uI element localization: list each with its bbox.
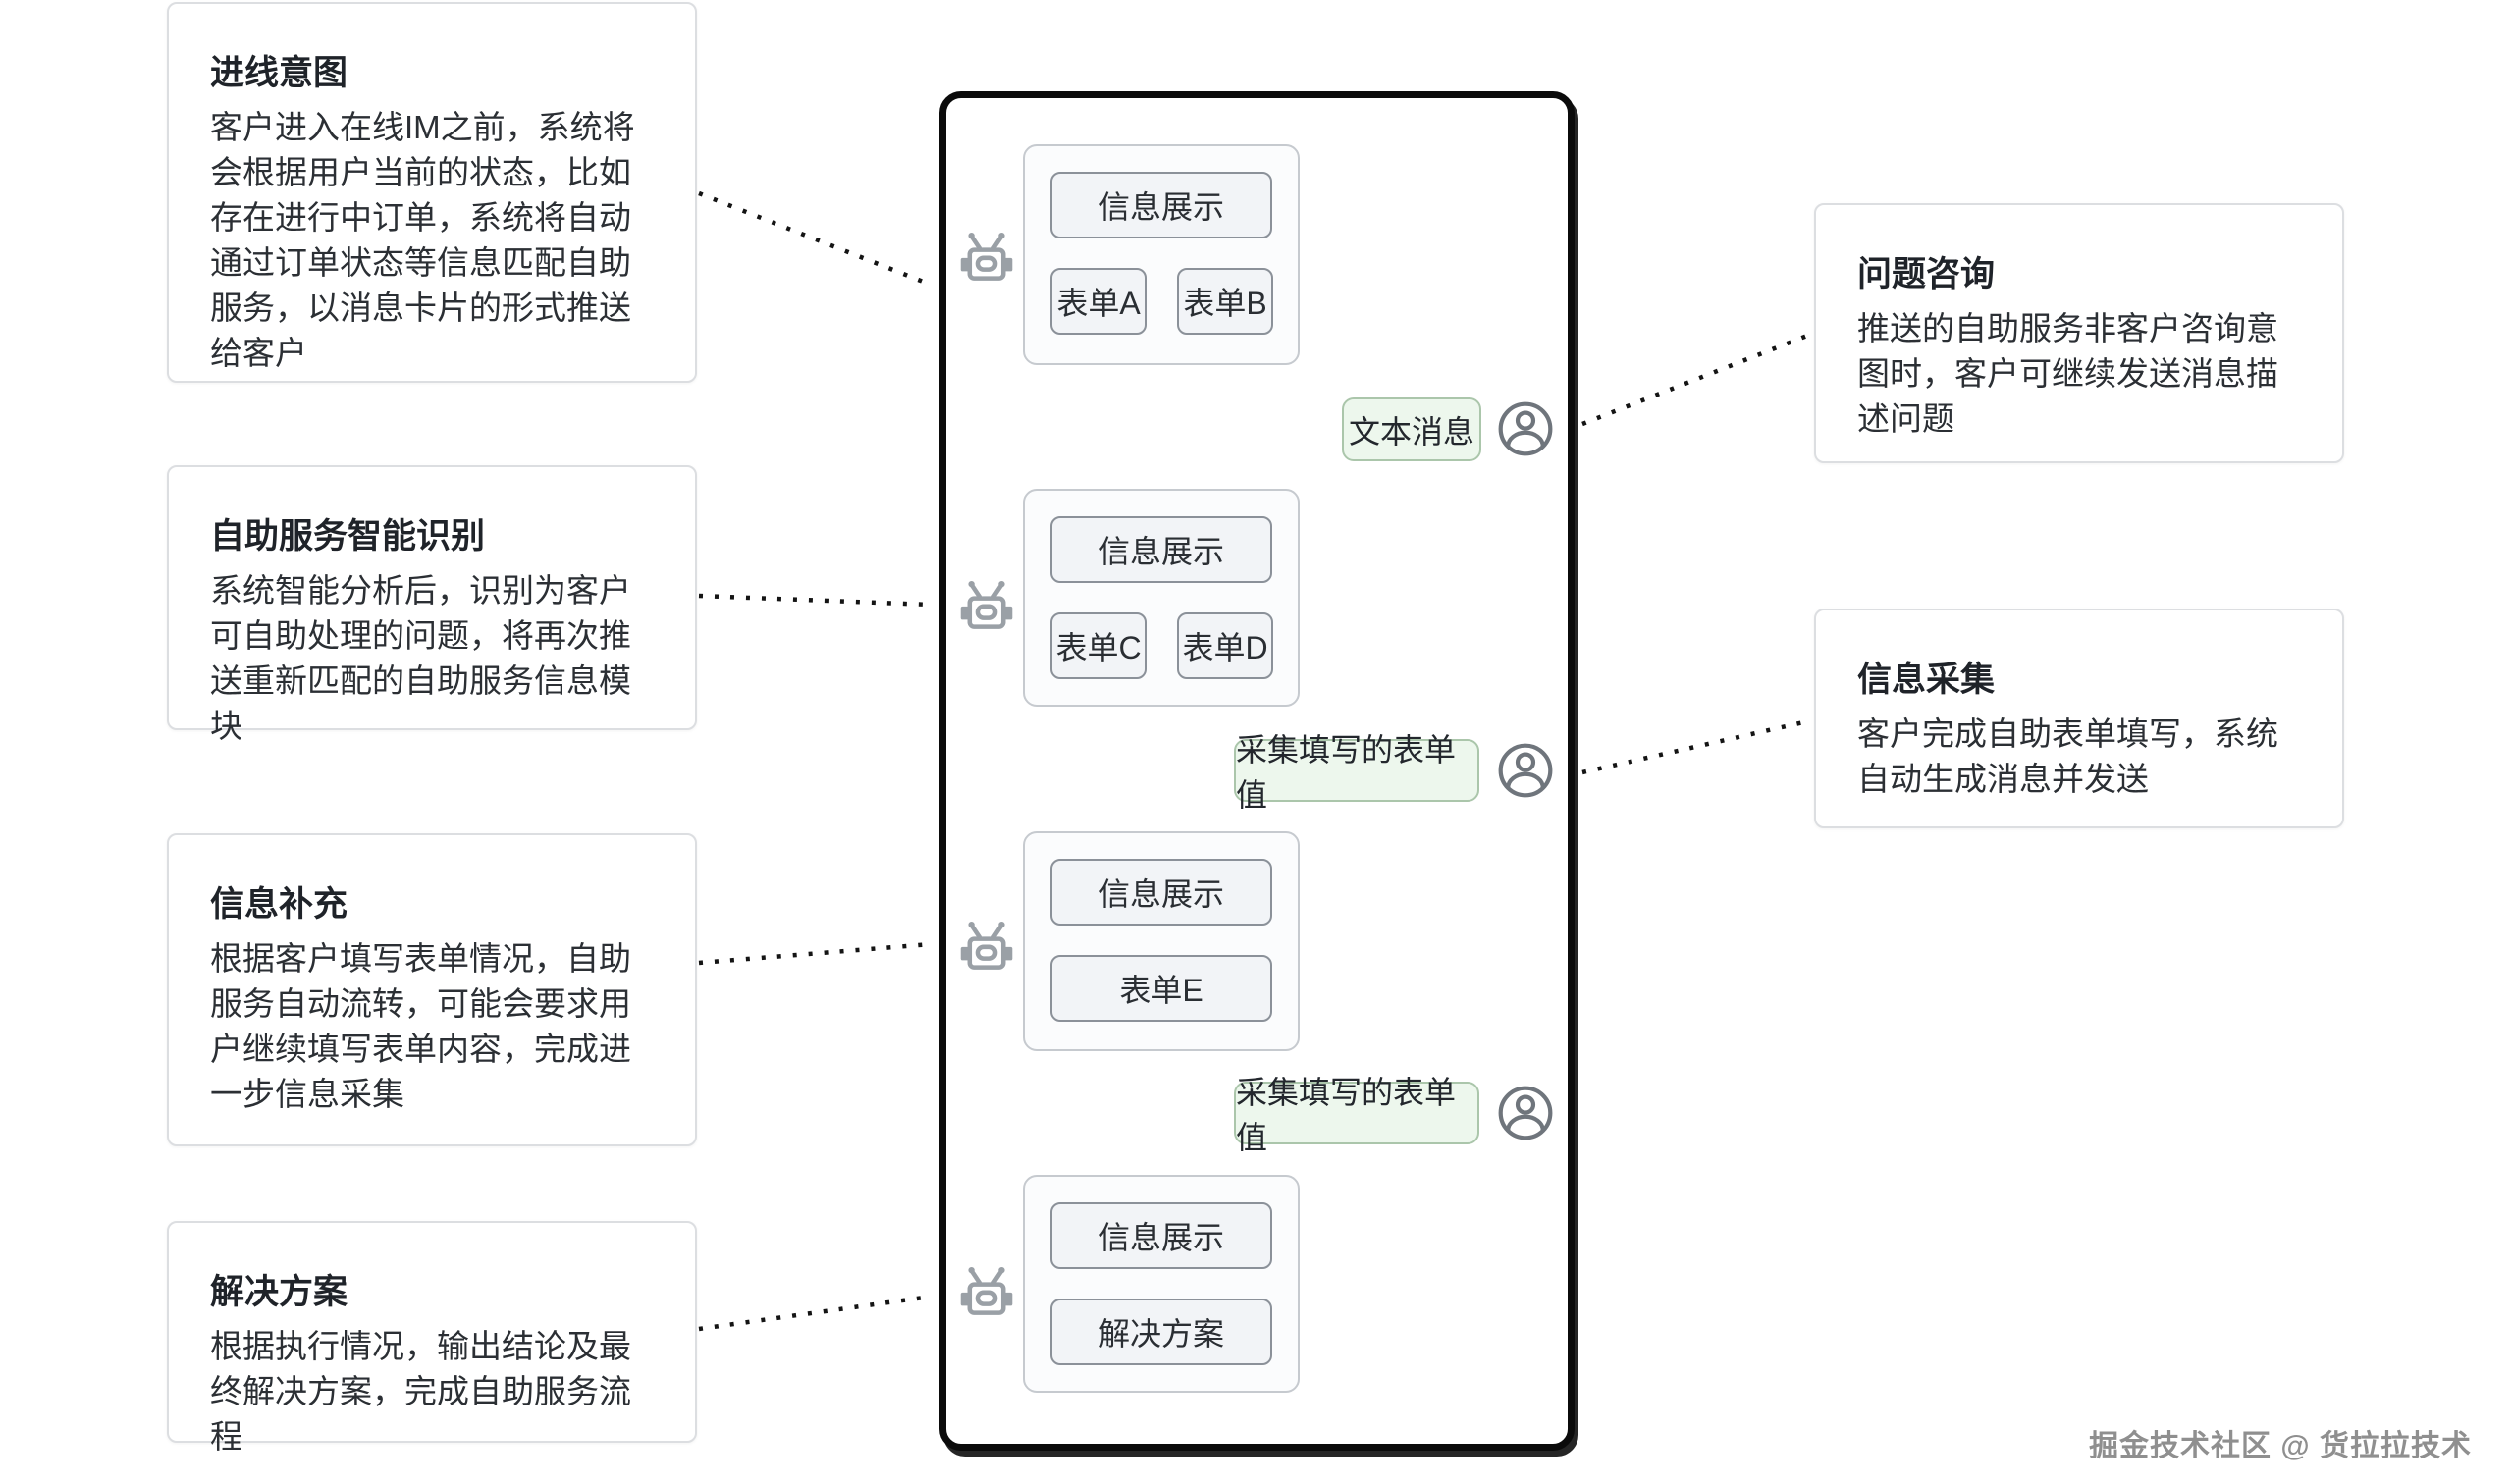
form-button-row: 表单E: [1050, 955, 1272, 1022]
connector-info-supplement: [698, 941, 932, 966]
form-button-row: 解决方案: [1050, 1298, 1272, 1365]
note-title: 信息补充: [210, 885, 348, 924]
note-title: 解决方案: [210, 1273, 348, 1311]
connector-smart-recognition: [698, 593, 932, 608]
info-display-block: 信息展示: [1050, 1202, 1272, 1269]
form-b-button[interactable]: 表单B: [1177, 268, 1273, 335]
note-solution: 解决方案 根据执行情况，输出结论及最终解决方案，完成自助服务流程: [167, 1221, 697, 1455]
solution-block: 解决方案: [1050, 1298, 1272, 1365]
user-message-bubble: 采集填写的表单值: [1234, 732, 1479, 813]
robot-icon: [960, 1266, 1013, 1315]
note-body: 客户完成自助表单填写，系统自动生成消息并发送: [1857, 716, 2278, 797]
note-info-collect: 信息采集 客户完成自助表单填写，系统自动生成消息并发送: [1814, 609, 2344, 828]
form-d-button[interactable]: 表单D: [1177, 612, 1273, 679]
note-smart-recognition: 自助服务智能识别 系统智能分析后，识别为客户可自助处理的问题，将再次推送重新匹配…: [167, 465, 697, 744]
robot-icon: [960, 921, 1013, 970]
info-display-block: 信息展示: [1050, 172, 1272, 238]
note-title: 进线意图: [210, 54, 348, 92]
bot-message-card: 信息展示 表单A 表单B: [1023, 144, 1300, 365]
bot-message-card: 信息展示 表单E: [1023, 831, 1300, 1051]
bot-message-card: 信息展示 解决方案: [1023, 1175, 1300, 1393]
note-body: 根据客户填写表单情况，自助服务自动流转，可能会要求用户继续填写表单内容，完成进一…: [210, 940, 631, 1112]
connector-solution: [698, 1294, 932, 1332]
user-avatar-icon: [1498, 1086, 1553, 1140]
user-message-bubble: 采集填写的表单值: [1234, 1075, 1479, 1155]
note-body: 客户进入在线IM之前，系统将会根据用户当前的状态，比如存在进行中订单，系统将自动…: [210, 109, 635, 371]
note-body: 推送的自助服务非客户咨询意图时，客户可继续发送消息描述问题: [1857, 310, 2278, 437]
info-display-block: 信息展示: [1050, 859, 1272, 926]
form-button-row: 表单A 表单B: [1050, 268, 1273, 335]
connector-question-consult: [1581, 331, 1813, 427]
note-title: 自助服务智能识别: [210, 517, 486, 556]
note-title: 问题咨询: [1857, 255, 1996, 293]
form-a-button[interactable]: 表单A: [1050, 268, 1147, 335]
user-message-bubble: 文本消息: [1342, 398, 1481, 461]
user-avatar-icon: [1498, 401, 1553, 456]
note-body: 系统智能分析后，识别为客户可自助处理的问题，将再次推送重新匹配的自助服务信息模块: [210, 572, 631, 744]
connector-info-collect: [1581, 717, 1813, 775]
note-title: 信息采集: [1857, 661, 1996, 699]
note-body: 根据执行情况，输出结论及最终解决方案，完成自助服务流程: [210, 1328, 631, 1455]
connector-entry-intent: [698, 190, 932, 288]
form-e-button[interactable]: 表单E: [1050, 955, 1272, 1022]
robot-icon: [960, 232, 1013, 281]
note-info-supplement: 信息补充 根据客户填写表单情况，自助服务自动流转，可能会要求用户继续填写表单内容…: [167, 833, 697, 1146]
info-display-block: 信息展示: [1050, 516, 1272, 583]
bot-message-card: 信息展示 表单C 表单D: [1023, 489, 1300, 707]
robot-icon: [960, 580, 1013, 629]
note-question-consult: 问题咨询 推送的自助服务非客户咨询意图时，客户可继续发送消息描述问题: [1814, 203, 2344, 463]
form-button-row: 表单C 表单D: [1050, 612, 1273, 679]
user-avatar-icon: [1498, 743, 1553, 798]
watermark: 掘金技术社区 @ 货拉拉技术: [2089, 1430, 2472, 1462]
form-c-button[interactable]: 表单C: [1050, 612, 1147, 679]
note-entry-intent: 进线意图 客户进入在线IM之前，系统将会根据用户当前的状态，比如存在进行中订单，…: [167, 2, 697, 383]
